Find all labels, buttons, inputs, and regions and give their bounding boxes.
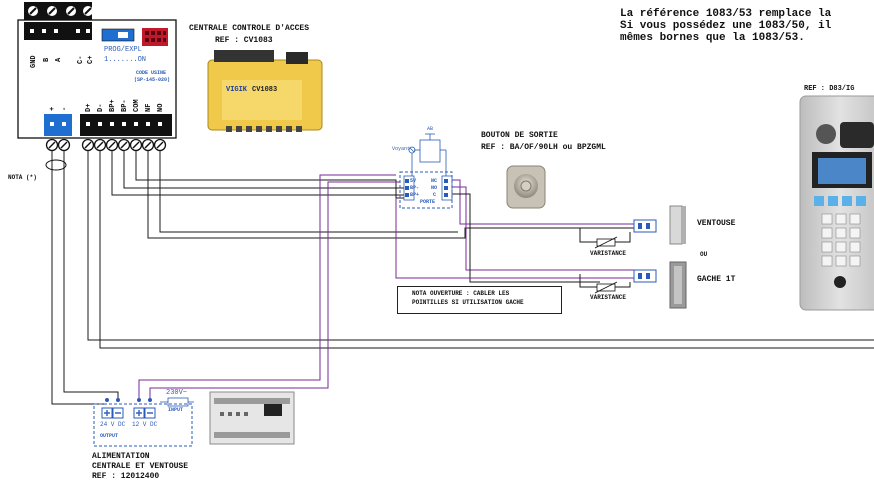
- code-usine-label: CODE USINE: [136, 70, 167, 76]
- wire-12: [452, 186, 634, 271]
- term-c-plus: C+: [87, 55, 95, 64]
- note-line-1: La référence 1083/53 remplace la: [620, 8, 832, 20]
- term-no: NO: [157, 103, 165, 112]
- wire-5: [123, 150, 404, 189]
- wire-11: [452, 179, 634, 225]
- wire-17: [579, 274, 597, 288]
- bouton-5v: 5V: [410, 178, 417, 184]
- reference-note: La référence 1083/53 remplace la Si vous…: [620, 8, 831, 44]
- bouton-porte: PORTE: [420, 199, 436, 205]
- bouton-ref: REF : BA/OF/90LH ou BPZGML: [481, 143, 606, 152]
- alim-title-2: CENTRALE ET VENTOUSE: [92, 462, 189, 471]
- wire-4: [111, 150, 404, 196]
- term-nf: NF: [145, 103, 153, 112]
- term-bp-plus: BP+: [109, 99, 117, 112]
- red-connector: [142, 28, 168, 46]
- wire-6: [135, 150, 404, 199]
- prog-label: PROG/EXPL: [104, 46, 142, 54]
- bouton-c: C: [433, 192, 437, 198]
- term-b: B: [43, 57, 51, 62]
- varistance-label-1: VARISTANCE: [590, 250, 627, 257]
- prog-on-label: 1.......ON: [104, 56, 147, 64]
- note-line-3: mêmes bornes que la 1083/53.: [620, 32, 805, 44]
- wire-9: [138, 174, 396, 400]
- bottom-terminal-strip: [44, 114, 172, 152]
- wire-7: [147, 150, 634, 239]
- gache-device: [633, 261, 687, 309]
- wires: [51, 150, 874, 405]
- wire-0: [51, 150, 107, 405]
- alim-12v: 12 V DC: [132, 421, 158, 428]
- nota-left: NOTA (*): [8, 174, 37, 181]
- wire-14: [395, 198, 634, 279]
- term-d-minus: D-: [97, 103, 105, 112]
- bouton-module: [399, 133, 453, 209]
- term-a: A: [55, 57, 63, 62]
- varistance-ventouse: [594, 236, 618, 249]
- cv1083-product-image: [207, 50, 323, 132]
- bouton-voyant: Voyant: [392, 146, 411, 152]
- wire-16: [615, 232, 631, 243]
- term-minus: -: [61, 106, 69, 111]
- alim-ref: REF : 12012400: [92, 472, 160, 481]
- alim-24v: 24 V DC: [100, 421, 126, 428]
- wire-10: [149, 181, 400, 400]
- wire-13: [452, 193, 600, 283]
- ventouse-device: [633, 205, 686, 245]
- centrale-ref: REF : CV1083: [215, 36, 273, 45]
- wire-2: [87, 150, 874, 341]
- power-supply-photo: [209, 391, 295, 445]
- term-c-minus: C-: [77, 55, 85, 64]
- nota-ouverture-line-2: POINTILLES SI UTILISATION GACHE: [412, 299, 524, 306]
- bouton-bp-minus: BP-: [410, 185, 420, 191]
- platine-d83: [799, 95, 874, 311]
- centrale-title: CENTRALE CONTROLE D'ACCES: [189, 24, 310, 33]
- wire-15: [579, 228, 597, 243]
- bouton-nc: NC: [431, 178, 438, 184]
- product-model: CV1083: [252, 86, 278, 94]
- nota-ouverture-line-1: NOTA OUVERTURE : CABLER LES: [412, 290, 510, 297]
- alim-input: INPUT: [168, 407, 184, 413]
- term-plus: +: [49, 106, 57, 111]
- alimentation-block: [93, 397, 194, 447]
- wire-3: [99, 150, 874, 349]
- centrale-block: [17, 2, 177, 152]
- exit-button-photo: [506, 165, 546, 209]
- note-line-2: Si vous possédez une 1083/50, il: [620, 20, 832, 32]
- bouton-no: NO: [431, 185, 438, 191]
- term-com: COM: [133, 99, 141, 112]
- ou-label: OU: [700, 251, 708, 258]
- bouton-title: BOUTON DE SORTIE: [481, 131, 558, 140]
- bouton-ab: AB: [427, 126, 434, 132]
- wire-8: [159, 150, 458, 233]
- varistance-gache: [594, 281, 618, 294]
- alim-230v: 230V~: [166, 389, 188, 397]
- term-bp-minus: BP-: [121, 99, 129, 112]
- nota-ellipse: [45, 159, 67, 171]
- ventouse-label: VENTOUSE: [697, 219, 736, 228]
- wire-1: [63, 150, 119, 400]
- alim-title-1: ALIMENTATION: [92, 452, 150, 461]
- gache-label: GACHE 1T: [697, 275, 736, 284]
- varistance-label-2: VARISTANCE: [590, 294, 627, 301]
- alim-output: OUTPUT: [100, 433, 119, 439]
- bouton-bp-plus: BP+: [410, 192, 420, 198]
- code-usine-value: (SP-145-020): [134, 77, 171, 83]
- nota-ouverture-box: NOTA OUVERTURE : CABLER LES POINTILLES S…: [397, 286, 562, 314]
- top-terminal-strip: [24, 2, 93, 40]
- term-gnd: GND: [30, 55, 38, 68]
- platine-ref: REF : D83/IG: [804, 85, 855, 93]
- wire-18: [615, 282, 631, 288]
- product-brand: VIGIK: [226, 86, 248, 94]
- term-d-plus: D+: [85, 103, 93, 112]
